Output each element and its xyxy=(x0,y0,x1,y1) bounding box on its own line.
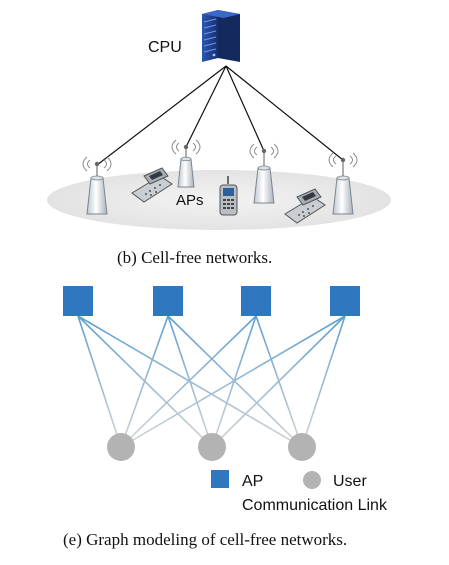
aps-label: APs xyxy=(176,192,204,209)
cell-free-network-illustration: CPU xyxy=(47,10,391,230)
cpu-label: CPU xyxy=(148,39,182,56)
link-ap2-user2 xyxy=(167,315,213,448)
link-ap3-user1 xyxy=(120,315,257,448)
link-ap4-user1 xyxy=(120,315,346,448)
flip-phone-icon xyxy=(131,167,173,203)
link-ap4-user3 xyxy=(301,315,346,448)
communication-links xyxy=(77,315,346,448)
legend-user-label: User xyxy=(333,473,367,490)
legend-ap-marker xyxy=(211,470,229,488)
legend: AP User Communication Link xyxy=(203,470,388,514)
user-node-1 xyxy=(107,433,135,461)
legend-user-marker xyxy=(303,471,321,489)
graph-model xyxy=(63,286,360,461)
access-point-4 xyxy=(328,152,358,215)
mobile-phone-icon xyxy=(219,176,238,216)
link-ap2-user3 xyxy=(167,315,303,448)
flip-phone-icon-2 xyxy=(284,188,326,224)
user-node-2 xyxy=(198,433,226,461)
ap-node-1 xyxy=(63,286,93,316)
ap-nodes xyxy=(63,286,360,316)
ap-node-4 xyxy=(330,286,360,316)
server-icon xyxy=(202,10,240,62)
access-point-2 xyxy=(171,139,201,188)
legend-link-label: Communication Link xyxy=(242,497,388,514)
link-ap1-user1 xyxy=(77,315,122,448)
user-node-3 xyxy=(288,433,316,461)
fronthaul-lines xyxy=(96,65,344,166)
user-nodes xyxy=(107,433,316,461)
caption-b: (b) Cell-free networks. xyxy=(117,248,272,267)
access-point-1 xyxy=(82,156,112,215)
ap-node-3 xyxy=(241,286,271,316)
link-ap4-user2 xyxy=(211,315,346,448)
access-point-3 xyxy=(249,143,279,204)
legend-ap-label: AP xyxy=(242,473,263,490)
ap-node-2 xyxy=(153,286,183,316)
link-ap2-user1 xyxy=(120,315,169,448)
caption-e: (e) Graph modeling of cell-free networks… xyxy=(63,530,347,549)
